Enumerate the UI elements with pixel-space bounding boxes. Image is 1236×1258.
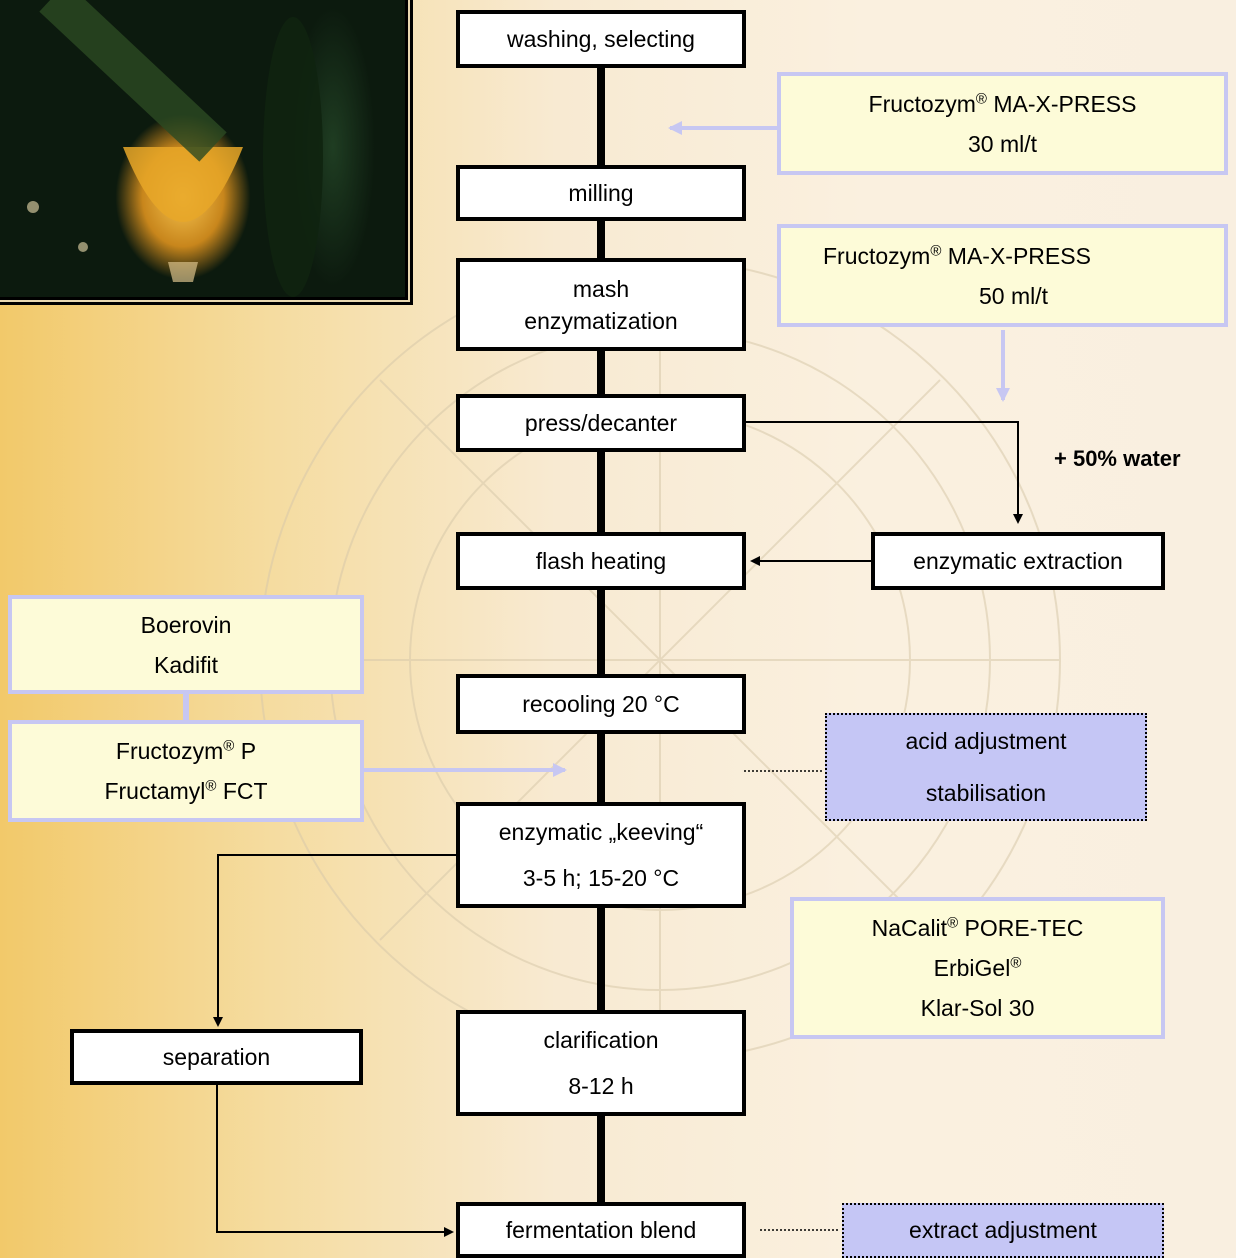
dosage: 30 ml/t (967, 130, 1038, 157)
cider-glass-photo (0, 0, 408, 300)
step-enzymatic-extraction: enzymatic extraction (871, 532, 1165, 590)
step-separation: separation (70, 1029, 363, 1085)
registered-mark: ® (947, 914, 959, 932)
product-name: P (234, 738, 257, 764)
extract-adjustment: extract adjustment (842, 1203, 1164, 1258)
step-milling: milling (456, 165, 746, 221)
step-label: milling (568, 180, 634, 206)
product-name: Kadifit (154, 651, 218, 678)
step-enzymatic-keeving: enzymatic „keeving“ 3-5 h; 15-20 °C (456, 802, 746, 908)
step-label: flash heating (535, 548, 667, 574)
registered-mark: ® (975, 89, 987, 107)
step-label: press/decanter (524, 410, 678, 436)
water-addition-note: + 50% water (1054, 446, 1181, 471)
product-name: NaCalit (871, 915, 948, 941)
registered-mark: ® (930, 241, 942, 259)
step-label: washing, selecting (507, 26, 695, 52)
product-name: ErbiGel (933, 955, 1011, 981)
product-name: Klar-Sol 30 (920, 995, 1035, 1021)
step-clarification: clarification 8-12 h (456, 1010, 746, 1116)
step-label: mash (572, 275, 630, 302)
registered-mark: ® (1010, 954, 1022, 972)
product-name: MA-X-PRESS (941, 242, 1091, 269)
product-name: PORE-TEC (958, 915, 1084, 941)
product-name: Fructamyl (104, 778, 206, 804)
note-text: stabilisation (925, 780, 1047, 806)
product-name: Fructozym (823, 242, 931, 269)
product-name: Fructozym (115, 738, 224, 764)
acid-adjustment-stabilisation: acid adjustment stabilisation (825, 713, 1147, 821)
step-label: enzymatization (524, 307, 678, 334)
step-mash-enzymatization: mash enzymatization (456, 258, 746, 351)
step-label: clarification (543, 1027, 659, 1053)
product-name: Fructozym (868, 90, 976, 117)
additive-boerovin-kadifit: Boerovin Kadifit (8, 595, 364, 694)
product-name: FCT (216, 778, 268, 804)
additive-fructozym-p-fructamyl: Fructozym® P Fructamyl® FCT (8, 720, 364, 822)
product-name: MA-X-PRESS (986, 90, 1137, 117)
step-label: separation (162, 1044, 271, 1070)
step-label: enzymatic extraction (913, 548, 1123, 574)
step-press-decanter: press/decanter (456, 394, 746, 452)
step-label: 8-12 h (568, 1073, 634, 1099)
registered-mark: ® (205, 777, 217, 795)
additive-fructozym-ma-x-press-50: Fructozym® MA-X-PRESS 50 ml/t (777, 224, 1228, 327)
step-label: recooling 20 °C (522, 691, 680, 717)
registered-mark: ® (223, 737, 235, 755)
step-label: 3-5 h; 15-20 °C (522, 865, 680, 891)
step-flash-heating: flash heating (456, 532, 746, 590)
additive-clarification-agents: NaCalit® PORE-TEC ErbiGel® Klar-Sol 30 (790, 897, 1165, 1039)
step-washing-selecting: washing, selecting (456, 10, 746, 68)
dosage: 50 ml/t (978, 282, 1049, 309)
note-text: extract adjustment (909, 1217, 1097, 1243)
step-label: fermentation blend (505, 1217, 697, 1243)
note-text: acid adjustment (905, 728, 1067, 754)
step-label: enzymatic „keeving“ (498, 819, 704, 845)
step-fermentation-blend: fermentation blend (456, 1202, 746, 1258)
additive-fructozym-ma-x-press-30: Fructozym® MA-X-PRESS 30 ml/t (777, 72, 1228, 175)
product-name: Boerovin (140, 611, 232, 638)
step-recooling: recooling 20 °C (456, 674, 746, 734)
